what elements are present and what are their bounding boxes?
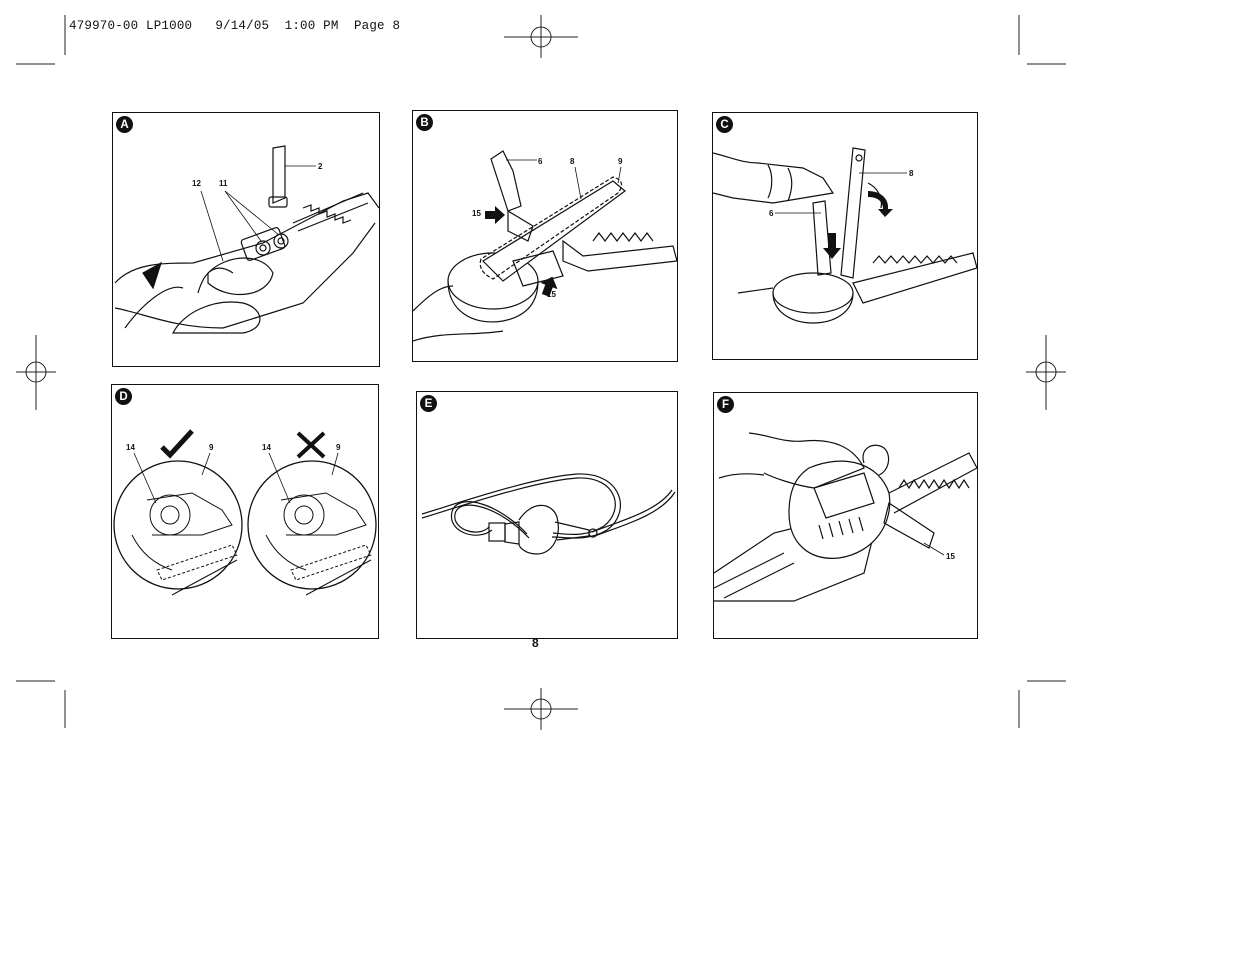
callout-8: 8 (909, 169, 914, 178)
callout-15-lower: 15 (547, 290, 556, 299)
figure-panel-a: A 2 12 11 (112, 112, 380, 367)
callout-14-correct: 14 (126, 443, 135, 452)
callout-6: 6 (769, 209, 774, 218)
registration-mark-left (16, 335, 56, 410)
callout-9-incorrect: 9 (336, 443, 341, 452)
registration-mark-top (504, 15, 578, 58)
chain-alignment-comparison-illustration (113, 429, 377, 596)
callout-6: 6 (538, 157, 543, 166)
registration-mark-right (1026, 335, 1066, 410)
panel-label-a: A (116, 116, 133, 133)
sharpening-operation-illustration (714, 432, 977, 602)
panel-label-e: E (420, 395, 437, 412)
figure-panel-d: D 14 9 14 9 (111, 384, 379, 639)
figure-panel-c: C 8 6 (712, 112, 978, 360)
callout-15: 15 (946, 552, 955, 561)
callout-2: 2 (318, 162, 323, 171)
figure-panel-b: B 6 8 9 15 15 (412, 110, 678, 362)
callout-12: 12 (192, 179, 201, 188)
panel-label-c: C (716, 116, 733, 133)
callout-9: 9 (618, 157, 623, 166)
chain-installation-illustration (413, 150, 677, 342)
sharpener-base-illustration (114, 145, 379, 334)
callout-8: 8 (570, 157, 575, 166)
power-cord-illustration (421, 473, 676, 555)
callout-15-upper: 15 (472, 209, 481, 218)
panel-label-b: B (416, 114, 433, 131)
callout-11: 11 (219, 179, 228, 188)
panel-label-f: F (717, 396, 734, 413)
print-slug: 479970-00 LP1000 9/14/05 1:00 PM Page 8 (69, 19, 401, 33)
registration-mark-bottom (504, 688, 578, 730)
bar-removal-illustration (713, 147, 977, 324)
callout-9-correct: 9 (209, 443, 214, 452)
callout-14-incorrect: 14 (262, 443, 271, 452)
figure-panel-e: E (416, 391, 678, 639)
figure-panel-f: F 15 (713, 392, 978, 639)
panel-label-d: D (115, 388, 132, 405)
page-number: 8 (532, 636, 539, 650)
